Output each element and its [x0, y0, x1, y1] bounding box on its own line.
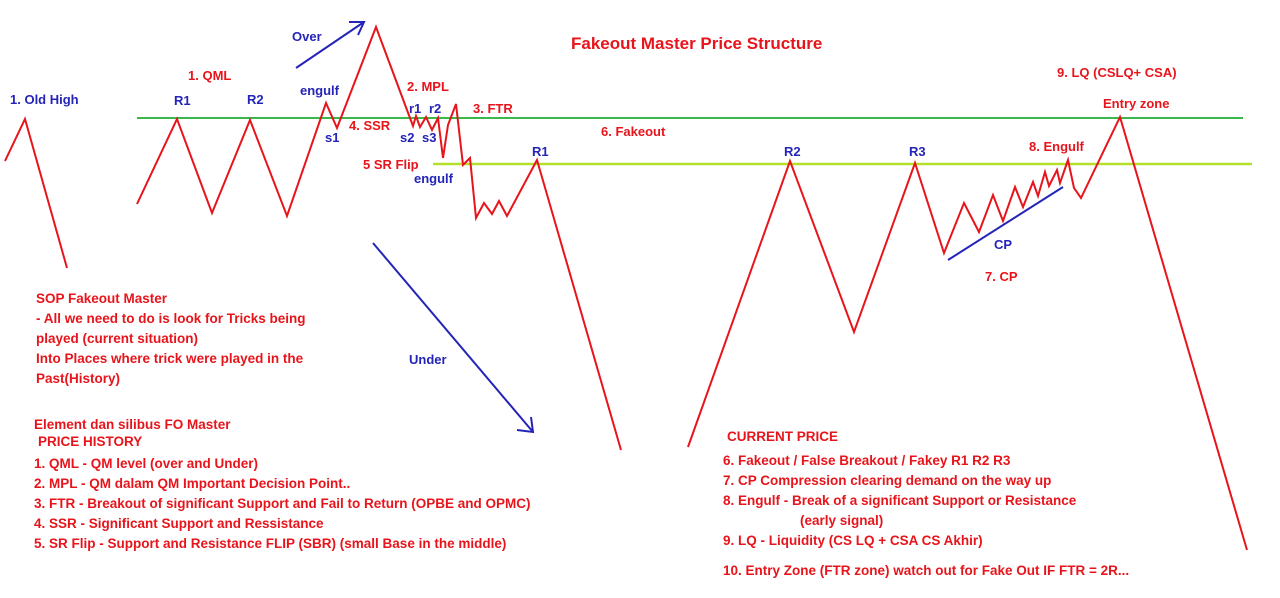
r2-left-label: R2: [247, 92, 264, 107]
r2-small-label: r2: [429, 101, 442, 116]
compression-trendline: [947, 186, 1064, 261]
engulf-mid-label: engulf: [414, 171, 453, 186]
old-high-price-path: [4, 116, 68, 269]
current-item: (early signal): [800, 513, 884, 528]
over-arrow: [295, 21, 365, 69]
history-item: 3. FTR - Breakout of significant Support…: [34, 496, 531, 511]
lq-label: 9. LQ (CSLQ+ CSA): [1057, 65, 1177, 80]
over-label: Over: [292, 29, 322, 44]
over-arrow-head: [349, 21, 366, 36]
old-high-label: 1. Old High: [10, 92, 79, 107]
fakeout-label: 6. Fakeout: [601, 124, 666, 139]
history-item: 2. MPL - QM dalam QM Important Decision …: [34, 476, 351, 491]
qml-label: 1. QML: [188, 68, 232, 83]
ssr-label: 4. SSR: [349, 118, 391, 133]
s3-label: s3: [422, 130, 437, 145]
sop-line: Past(History): [36, 371, 121, 386]
current-item: 8. Engulf - Break of a significant Suppo…: [723, 493, 1077, 508]
price-history-list: 1. QML - QM level (over and Under) 2. MP…: [34, 454, 531, 554]
price-history-path: [136, 24, 622, 451]
current-price-list: 6. Fakeout / False Breakout / Fakey R1 R…: [723, 451, 1076, 551]
engulf-left-label: engulf: [300, 83, 339, 98]
s1-label: s1: [325, 130, 340, 145]
cp-label: CP: [994, 237, 1013, 252]
sop-block: SOP Fakeout Master - All we need to do i…: [36, 289, 306, 389]
r2-right-label: R2: [784, 144, 801, 159]
r1-left-label: R1: [174, 93, 191, 108]
sop-heading: SOP Fakeout Master: [36, 291, 168, 306]
history-item: 5. SR Flip - Support and Resistance FLIP…: [34, 536, 507, 551]
under-label: Under: [409, 352, 447, 367]
current-price-path: [687, 114, 1248, 551]
current-heading: CURRENT PRICE: [727, 429, 839, 444]
sop-line: Into Places where trick were played in t…: [36, 351, 304, 366]
under-arrow: [372, 242, 534, 433]
entry-zone-label: Entry zone: [1103, 96, 1170, 111]
current-item: 9. LQ - Liquidity (CS LQ + CSA CS Akhir): [723, 533, 983, 548]
diagram-title: Fakeout Master Price Structure: [571, 34, 823, 53]
sop-line: played (current situation): [36, 331, 199, 346]
current-item-entry-zone: 10. Entry Zone (FTR zone) watch out for …: [723, 563, 1130, 578]
sr-flip-label: 5 SR Flip: [363, 157, 419, 172]
history-item: 1. QML - QM level (over and Under): [34, 456, 259, 471]
mpl-label: 2. MPL: [407, 79, 449, 94]
r1-small-label: r1: [409, 101, 422, 116]
cp-number-label: 7. CP: [985, 269, 1018, 284]
r3-right-label: R3: [909, 144, 926, 159]
history-item: 4. SSR - Significant Support and Ressist…: [34, 516, 324, 531]
history-heading-1: Element dan silibus FO Master: [34, 417, 231, 432]
current-item: 6. Fakeout / False Breakout / Fakey R1 R…: [723, 453, 1011, 468]
r1-mid-label: R1: [532, 144, 549, 159]
s2-label: s2: [400, 130, 415, 145]
under-arrow-head: [516, 416, 535, 434]
ftr-label: 3. FTR: [473, 101, 513, 116]
sop-line: - All we need to do is look for Tricks b…: [36, 311, 306, 326]
engulf-right-label: 8. Engulf: [1029, 139, 1084, 154]
current-item: 7. CP Compression clearing demand on the…: [723, 473, 1052, 488]
history-heading-2: PRICE HISTORY: [38, 434, 143, 449]
